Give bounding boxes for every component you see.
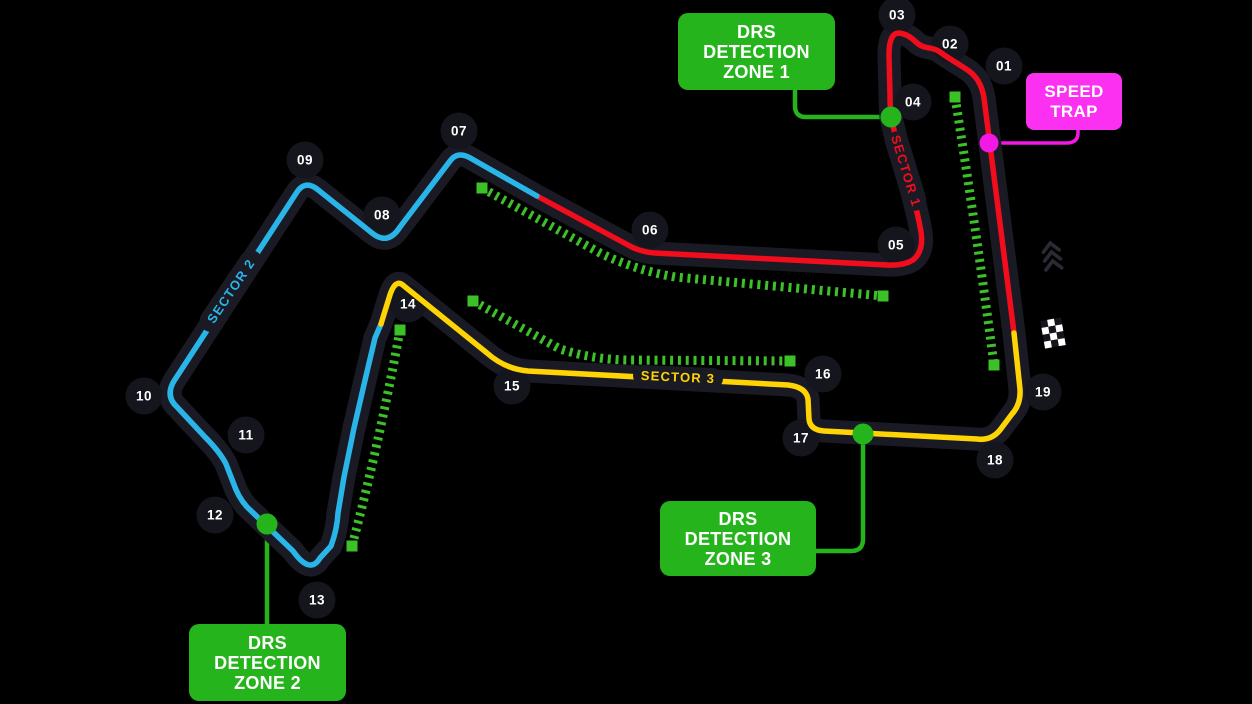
checkered-flag-cell: [1057, 338, 1066, 347]
sector-2-chip: [199, 250, 263, 332]
direction-chevrons-icon: [1041, 240, 1064, 272]
turn-badge-circle: [493, 367, 531, 405]
turn-badge-label: 19: [1034, 384, 1052, 400]
drs3-line1: DRS: [718, 508, 758, 529]
turn-badge-label: 06: [641, 222, 659, 238]
drs1-line2: DETECTION: [703, 41, 810, 62]
turn-badge-label: 09: [296, 152, 314, 168]
turn-badge-circle: [298, 581, 336, 619]
turn-badge-circle: [782, 419, 820, 457]
turn-badges: [125, 0, 1062, 619]
checkered-flag-cell: [1056, 331, 1065, 340]
checkered-flag-cell: [1054, 317, 1063, 326]
turn-badge-label: 12: [206, 507, 224, 523]
checkered-flag-cell: [1040, 319, 1049, 328]
turn-badge-circle: [985, 47, 1023, 85]
turn-badge-label: 18: [986, 452, 1004, 468]
checkered-flag-cell: [1048, 325, 1057, 334]
turn-badge-label: 15: [503, 378, 521, 394]
turn-badge-circle: [631, 211, 669, 249]
drs-zone-dashed-lines: [347, 96, 999, 548]
turn-badge-circle: [363, 196, 401, 234]
speed-trap-label: SPEED TRAP: [1026, 73, 1122, 130]
drs-detection-zone-3-label: DRS DETECTION ZONE 3: [660, 501, 816, 576]
sector-label-chips: SECTOR 1 SECTOR 2 SECTOR 3: [199, 131, 927, 390]
turn-badge-circle: [894, 83, 932, 121]
sector-2-label: SECTOR 2: [204, 256, 258, 326]
drs-detection-point: [852, 423, 874, 445]
drs-detection-zone-1-label: DRS DETECTION ZONE 1: [678, 13, 835, 90]
drs-zone-line-sector3: [470, 297, 791, 366]
checkered-flag-cell: [1050, 339, 1059, 348]
turn-badge-circle: [196, 496, 234, 534]
drs-detection-zone-2-label: DRS DETECTION ZONE 2: [189, 624, 346, 701]
turn-badge-circle: [286, 141, 324, 179]
drs2-line3: ZONE 2: [234, 672, 301, 693]
speed-trap-point: [979, 133, 999, 153]
turn-badge-label: 13: [308, 592, 326, 608]
turn-badge-label: 08: [373, 207, 391, 223]
drs-detection-point: [880, 106, 902, 128]
turn-badge-label: 04: [904, 94, 922, 110]
turn-badge-label: 03: [888, 7, 906, 23]
turn-badge-label: 16: [814, 366, 832, 382]
turn-badge-circle: [976, 441, 1014, 479]
drs-zone-line-turn13: [347, 329, 405, 548]
speed-trap-line1: SPEED: [1044, 81, 1104, 101]
turn-badge-label: 17: [792, 430, 810, 446]
turn-badge-label: 10: [135, 388, 153, 404]
drs-zone-line-back-straight: [479, 184, 884, 301]
drs2-line1: DRS: [248, 632, 287, 653]
drs-detection-point: [256, 513, 278, 535]
checkered-flag-cell: [1043, 340, 1052, 349]
sector-3-label: SECTOR 3: [641, 368, 716, 386]
drs3-connector: [814, 434, 866, 554]
turn-badge-label: 14: [399, 296, 417, 312]
checkered-flag-cell: [1042, 333, 1051, 342]
checkered-flag-cell: [1047, 318, 1056, 327]
drs3-line2: DETECTION: [684, 528, 792, 549]
sector-3-line: [378, 280, 1023, 443]
drs2-line2: DETECTION: [214, 652, 321, 673]
turn-badge-circle: [877, 226, 915, 264]
turn-badge-circle: [804, 355, 842, 393]
drs1-line3: ZONE 1: [723, 61, 790, 82]
turn-badge-circle: [878, 0, 916, 34]
turn-badge-circle: [125, 377, 163, 415]
checkered-flag-icon: [1040, 317, 1066, 349]
checkered-flag-cell: [1055, 324, 1064, 333]
turn-badge-label: 05: [887, 237, 905, 253]
sector-3-chip: [633, 364, 723, 390]
sector-lines: [167, 30, 1023, 568]
turn-badge-circle: [1024, 373, 1062, 411]
drs3-line3: ZONE 3: [704, 548, 772, 569]
checkered-flag-cell: [1049, 332, 1058, 341]
turn-badge-label: 07: [450, 123, 468, 139]
speed-trap-connector: [989, 128, 1080, 145]
speed-trap-line2: TRAP: [1050, 101, 1098, 121]
turn-badge-circle: [440, 112, 478, 150]
drs1-connector: [792, 88, 891, 120]
turn-badge-circle: [227, 416, 265, 454]
drs-zone-line-endcaps: [346, 91, 1000, 552]
turn-badge-label: 02: [941, 36, 959, 52]
sector-1-chip: [885, 131, 927, 211]
drs-zone-line-start-straight: [950, 96, 999, 366]
marker-dots: [256, 106, 999, 535]
sector-2-line: [167, 152, 540, 568]
turn-badge-label: 01: [995, 58, 1013, 74]
sector-1-line: [534, 30, 1017, 336]
checkered-flag-cell: [1041, 326, 1050, 335]
turn-badge-label: 11: [238, 427, 254, 443]
drs1-line1: DRS: [737, 21, 776, 42]
